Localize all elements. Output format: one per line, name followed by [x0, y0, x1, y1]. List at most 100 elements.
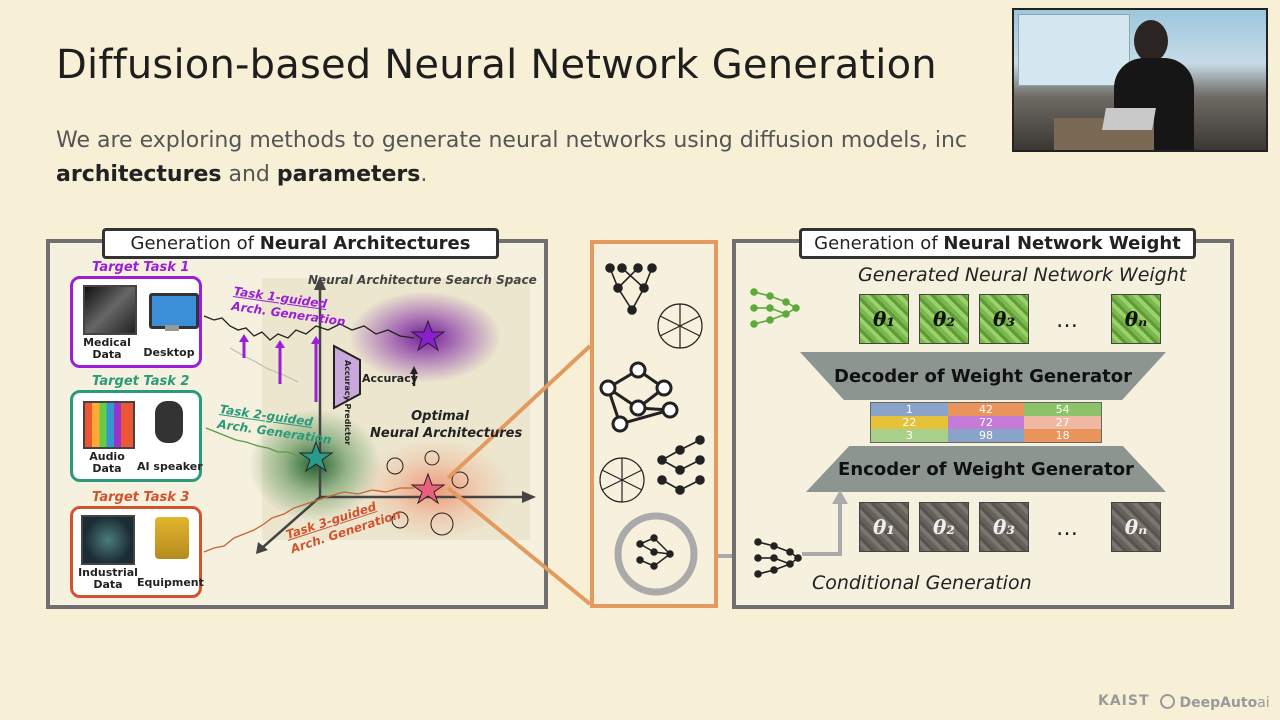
deepauto-logo-icon	[1160, 694, 1175, 709]
decoder-label: Decoder of Weight Generator	[834, 365, 1132, 387]
subtitle-line-2: architectures and parameters.	[56, 162, 427, 187]
search-space-label: Neural Architecture Search Space	[308, 273, 537, 287]
medical-data-icon	[83, 285, 137, 335]
axis-horizontal-arrow	[522, 491, 536, 503]
task1-card: Medical Data Desktop	[70, 276, 202, 368]
task1-item2: Desktop	[143, 346, 195, 359]
architecture-title-bold: Neural Architectures	[259, 233, 471, 254]
generated-network-icon	[750, 288, 800, 328]
selected-network-ring	[614, 512, 698, 596]
generated-theta-2: θ₂	[919, 294, 969, 344]
input-theta-n: θₙ	[1111, 502, 1161, 552]
zoom-line-bottom	[446, 486, 592, 606]
generated-theta-3: θ₃	[979, 294, 1029, 344]
video-screen	[1018, 14, 1130, 86]
latent-cell: 98	[947, 429, 1025, 442]
accuracy-predictor-text: Accuracy Predictor	[343, 360, 352, 445]
task3-trajectory	[203, 487, 414, 553]
network-sample-4	[599, 457, 645, 503]
axis-vertical-arrow	[314, 276, 326, 290]
accuracy-up-arrowhead	[410, 366, 418, 374]
speaker-video	[1012, 8, 1268, 152]
task3-item2: Equipment	[137, 576, 204, 589]
input-theta-2: θ₂	[919, 502, 969, 552]
task2-trajectory	[205, 427, 309, 459]
generated-ellipsis: …	[1056, 308, 1078, 333]
subtitle-end: .	[420, 162, 428, 187]
weight-title-bold: Neural Network Weight	[943, 233, 1181, 254]
latent-cell: 1	[871, 403, 948, 416]
deepauto-logo-suffix: ai	[1257, 695, 1270, 711]
latent-cell: 72	[947, 416, 1025, 429]
latent-cell: 27	[1024, 416, 1101, 429]
subtitle-and: and	[221, 162, 277, 187]
conditional-generation-label: Conditional Generation	[812, 572, 1032, 594]
ai-speaker-icon	[155, 401, 183, 443]
conditional-network-icon	[754, 538, 802, 578]
task2-star	[298, 440, 334, 473]
latent-cell: 18	[1024, 429, 1101, 442]
task2-label: Target Task 2	[92, 374, 190, 389]
task1-label: Target Task 1	[92, 260, 190, 275]
generated-theta-n: θₙ	[1111, 294, 1161, 344]
equipment-icon	[155, 517, 189, 559]
deepauto-logo-text: DeepAuto	[1179, 695, 1258, 711]
optimal-label: Optimal Neural Architectures	[370, 408, 523, 442]
generated-weight-label: Generated Neural Network Weight	[858, 264, 1187, 286]
mini-network-icons	[386, 450, 469, 536]
encoder: Encoder of Weight Generator	[806, 446, 1166, 492]
task1-star	[410, 319, 446, 352]
subtitle-term-architectures: architectures	[56, 162, 222, 187]
task3-item1: Industrial Data	[78, 566, 138, 591]
task1-item1: Medical Data	[83, 336, 131, 361]
predictor-arrow-2-head	[275, 340, 285, 348]
axis-diagonal-arrow	[256, 542, 268, 554]
network-sample-3	[599, 361, 679, 433]
latent-cell: 3	[871, 429, 948, 442]
input-ellipsis: …	[1056, 516, 1078, 541]
decoder: Decoder of Weight Generator	[800, 352, 1166, 400]
latent-cell: 42	[947, 403, 1025, 416]
latent-cell: 22	[871, 416, 948, 429]
video-person-head	[1134, 20, 1168, 62]
task3-card: Industrial Data Equipment	[70, 506, 204, 598]
optimal-label-line2: Neural Architectures	[370, 426, 523, 441]
subtitle-term-parameters: parameters	[276, 162, 421, 187]
accuracy-label: Accuracy	[362, 372, 418, 385]
subtitle-line-1: We are exploring methods to generate neu…	[56, 128, 968, 153]
optimal-label-line1: Optimal	[411, 409, 469, 424]
kaist-logo: KAIST	[1098, 693, 1150, 709]
accuracy-predictor-shape	[333, 344, 361, 410]
architecture-panel-title: Generation of Neural Architectures	[102, 228, 499, 259]
generated-theta-1: θ₁	[859, 294, 909, 344]
network-sample-2	[657, 303, 703, 349]
encoder-label: Encoder of Weight Generator	[838, 458, 1134, 480]
input-theta-3: θ₃	[979, 502, 1029, 552]
desktop-icon	[149, 293, 199, 329]
desktop-stand-icon	[165, 325, 179, 331]
latent-table: 1 42 54 22 72 27 3 98 18	[870, 402, 1102, 443]
task2-card: Audio Data AI speaker	[70, 390, 203, 482]
deepauto-logo: DeepAutoai	[1160, 694, 1270, 711]
network-sample-1	[605, 263, 657, 315]
task1-trajectory	[203, 315, 415, 341]
slide-title: Diffusion-based Neural Network Generatio…	[56, 42, 937, 88]
task3-label: Target Task 3	[92, 490, 190, 505]
network-samples	[599, 263, 705, 596]
task2-item1: Audio Data	[89, 450, 125, 475]
predictor-arrow-1-head	[239, 334, 249, 342]
architecture-title-prefix: Generation of	[130, 233, 260, 254]
predictor-arrow-3-head	[311, 336, 321, 344]
latent-cell: 54	[1024, 403, 1101, 416]
selected-network	[636, 534, 674, 570]
industrial-data-icon	[81, 515, 135, 565]
task1-shadow-trajectory	[229, 347, 299, 383]
weight-title-prefix: Generation of	[814, 233, 944, 254]
task3-star	[410, 472, 446, 505]
task2-item2: AI speaker	[137, 460, 203, 473]
network-sample-5	[657, 435, 705, 495]
audio-data-icon	[83, 401, 135, 449]
weight-panel-title: Generation of Neural Network Weight	[799, 228, 1196, 259]
axis-diagonal	[261, 496, 321, 549]
zoom-line-top	[446, 344, 592, 480]
